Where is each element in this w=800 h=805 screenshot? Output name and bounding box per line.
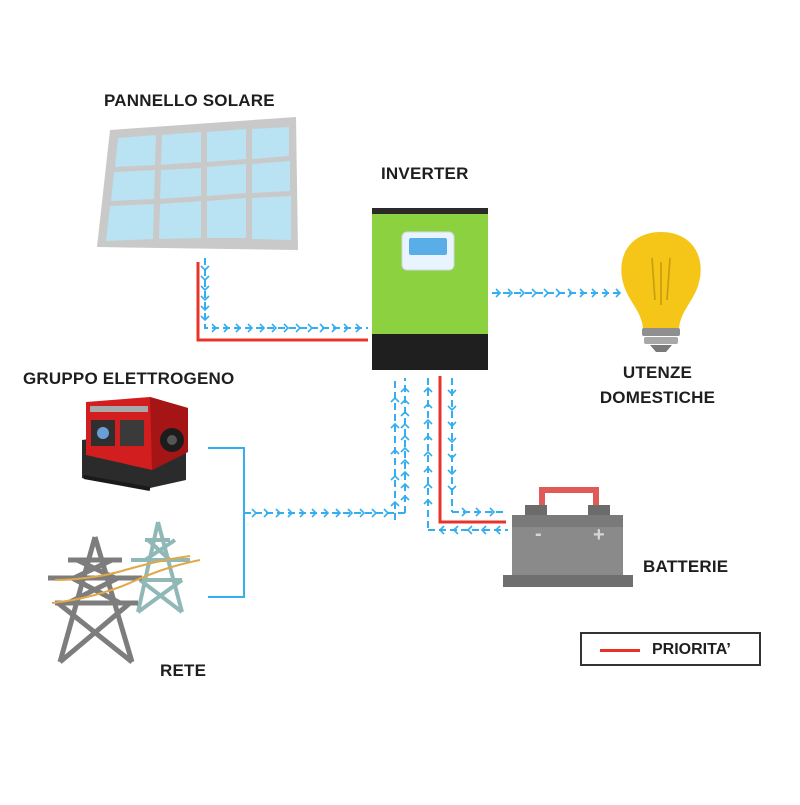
flow-inverter-to-batteries	[423, 376, 508, 535]
flow-panel-to-inverter	[196, 258, 368, 342]
flow-inverter-to-loads	[492, 288, 622, 298]
batteries-label: BATTERIE	[643, 557, 729, 576]
svg-text:+: +	[593, 524, 605, 546]
generator-icon	[82, 397, 188, 491]
svg-text:-: -	[535, 523, 542, 545]
flow-grid-to-inverter	[208, 378, 410, 598]
priority-legend-label: PRIORITA’	[652, 641, 731, 658]
priority-line-swatch	[600, 649, 640, 652]
inverter-label: INVERTER	[381, 164, 469, 183]
light-bulb-icon	[621, 232, 701, 352]
inverter-icon	[372, 208, 488, 370]
solar-panel-icon	[97, 117, 298, 250]
solar-panel-label: PANNELLO SOLARE	[104, 91, 275, 110]
loads-label-line2: DOMESTICHE	[599, 388, 716, 407]
power-tower-icon	[48, 521, 201, 664]
generator-label: GRUPPO ELETTROGENO	[23, 369, 235, 388]
battery-icon: - +	[503, 487, 633, 587]
priority-legend: PRIORITA’	[580, 632, 761, 666]
loads-label-line1: UTENZE	[622, 363, 693, 382]
grid-label: RETE	[160, 661, 207, 680]
